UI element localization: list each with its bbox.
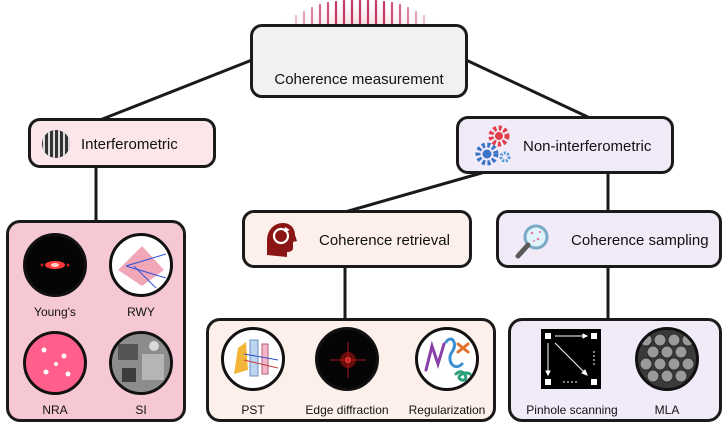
mla-label: MLA (654, 403, 680, 417)
edge-diffraction-label: Edge diffraction (305, 403, 389, 417)
regularization-label: Regularization (408, 403, 486, 417)
rwy-image (109, 233, 173, 297)
non-interferometric-label: Non-interferometric (523, 138, 652, 155)
pst-image (221, 327, 285, 391)
pinhole-scanning-image (541, 329, 601, 389)
pst-label: PST (241, 403, 265, 417)
interferometric-node: Interferometric (28, 118, 216, 168)
mla-image (635, 327, 699, 391)
gears-icon (475, 125, 511, 166)
sampling-methods-panel: Pinhole scanning MLA (508, 318, 722, 422)
nra-label: NRA (42, 403, 68, 417)
nra-image (23, 331, 87, 395)
si-label: SI (135, 403, 147, 417)
rwy-label: RWY (127, 305, 155, 319)
coherence-sampling-label: Coherence sampling (571, 232, 709, 249)
coherence-sampling-node: Coherence sampling (496, 210, 722, 268)
root-label: Coherence measurement (274, 71, 444, 88)
interferometric-methods-panel: Young's RWY NRA SI (6, 220, 186, 422)
regularization-image (415, 327, 479, 391)
retrieval-methods-panel: PST Edge diffraction Regularization (206, 318, 496, 422)
fringe-icon (42, 130, 70, 158)
youngs-image (23, 233, 87, 297)
non-interferometric-node: Non-interferometric (456, 116, 674, 174)
interferometric-label: Interferometric (81, 136, 178, 153)
pinhole-scanning-label: Pinhole scanning (526, 403, 618, 417)
root-node: Coherence measurement (250, 24, 468, 98)
coherence-retrieval-node: Coherence retrieval (242, 210, 472, 268)
coherence-retrieval-label: Coherence retrieval (319, 232, 450, 249)
si-image (109, 331, 173, 395)
edge-diffraction-image (315, 327, 379, 391)
youngs-label: Young's (34, 305, 76, 319)
magnifier-icon (515, 224, 549, 259)
head-refresh-icon (267, 223, 297, 257)
